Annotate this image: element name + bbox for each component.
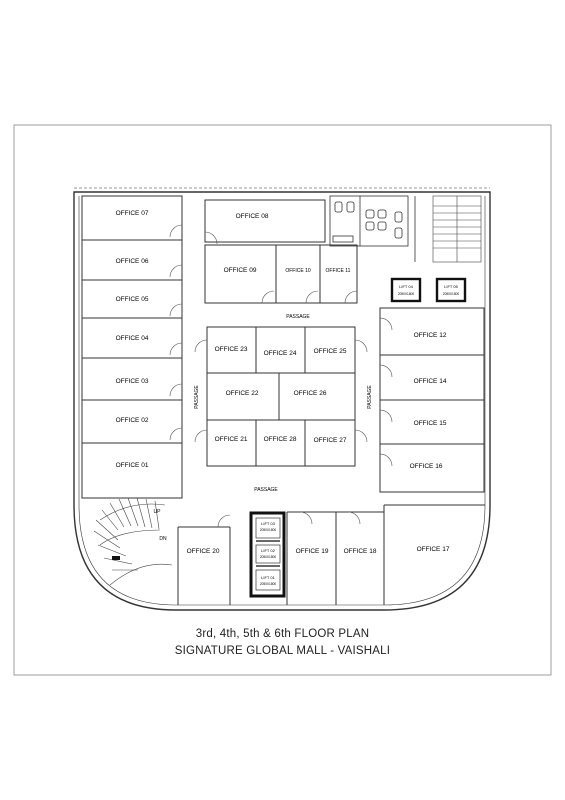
- office-11-label: OFFICE 11: [326, 268, 351, 274]
- lift-04-name: LIFT 04: [399, 284, 413, 289]
- lift-05-size: 2050X1800: [443, 292, 460, 296]
- office-26-label: OFFICE 26: [294, 390, 327, 397]
- lift-04-size: 2050X1800: [398, 292, 415, 296]
- office-24-label: OFFICE 24: [264, 350, 297, 357]
- office-14-label: OFFICE 14: [414, 378, 447, 385]
- office-15-label: OFFICE 15: [414, 420, 447, 427]
- bottom-office-walls: [177, 504, 485, 605]
- office-05-label: OFFICE 05: [116, 296, 149, 303]
- office-09-label: OFFICE 09: [224, 267, 257, 274]
- office-25-label: OFFICE 25: [314, 348, 347, 355]
- office-22-label: OFFICE 22: [226, 390, 259, 397]
- office-10-label: OFFICE 10: [285, 268, 311, 274]
- office-08-label: OFFICE 08: [236, 213, 269, 220]
- top-office-walls: [204, 199, 358, 304]
- office-04-label: OFFICE 04: [116, 335, 149, 342]
- office-23-label: OFFICE 23: [215, 346, 248, 353]
- left-office-walls: [81, 195, 183, 499]
- office-01-label: OFFICE 01: [116, 462, 149, 469]
- office-12-label: OFFICE 12: [414, 332, 447, 339]
- lift-03-name: LIFT 03: [261, 521, 275, 526]
- office-16-label: OFFICE 16: [410, 463, 443, 470]
- office-27-label: OFFICE 27: [314, 437, 347, 444]
- office-20-label: OFFICE 20: [187, 548, 220, 555]
- right-office-walls: [379, 307, 485, 493]
- office-21-label: OFFICE 21: [215, 436, 248, 443]
- passage-right-label: PASSAGE: [367, 385, 373, 409]
- lift-02-name: LIFT 02: [261, 548, 275, 553]
- lift-02-size: 2050X1800: [260, 555, 277, 559]
- plan-title: 3rd, 4th, 5th & 6th FLOOR PLAN: [195, 628, 370, 640]
- passage-bottom-label: PASSAGE: [254, 487, 278, 493]
- lift-01-name: LIFT 01: [261, 575, 275, 580]
- passage-left-label: PASSAGE: [194, 385, 200, 409]
- toilet-block: [329, 195, 416, 262]
- sheet-border: [13, 124, 552, 676]
- staircase-top-right: [432, 195, 482, 263]
- passage-top-label: PASSAGE: [286, 314, 310, 320]
- lift-01-size: 2050X1800: [260, 582, 277, 586]
- office-06-label: OFFICE 06: [116, 258, 149, 265]
- building-outline: [73, 187, 491, 611]
- door-swings: [169, 224, 393, 528]
- stair-up-label: UP: [154, 509, 162, 515]
- lift-03-size: 2050X1800: [260, 528, 277, 532]
- central-office-walls: [206, 326, 356, 467]
- office-18-label: OFFICE 18: [344, 548, 377, 555]
- stair-down-label: DN: [159, 536, 167, 542]
- spiral-staircase: [93, 497, 173, 586]
- office-07-label: OFFICE 07: [116, 210, 149, 217]
- lift-05-name: LIFT 05: [444, 284, 458, 289]
- office-03-label: OFFICE 03: [116, 378, 149, 385]
- office-28-label: OFFICE 28: [264, 436, 297, 443]
- plan-subtitle: SIGNATURE GLOBAL MALL - VAISHALI: [174, 645, 391, 657]
- office-02-label: OFFICE 02: [116, 417, 149, 424]
- lift-shafts: [249, 277, 467, 598]
- office-19-label: OFFICE 19: [296, 548, 329, 555]
- office-17-label: OFFICE 17: [417, 546, 450, 553]
